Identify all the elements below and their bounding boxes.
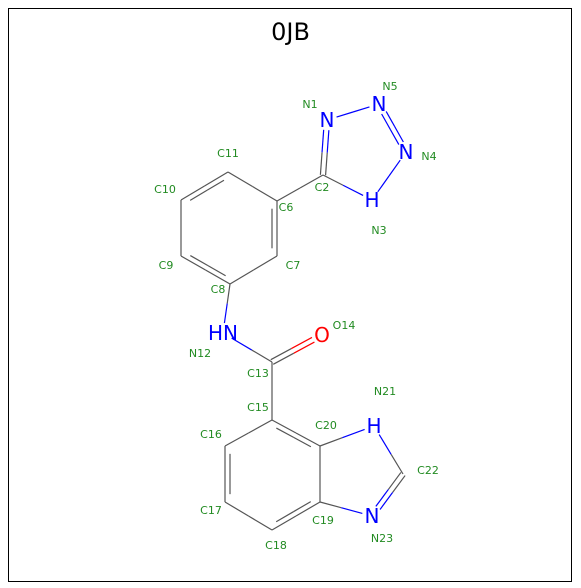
atom-label-c8: C8 (211, 283, 226, 296)
bond-c6-c11-b (227, 171, 253, 188)
atom-label-o14: O14 (333, 319, 356, 332)
bond-c13-o14-2-a (270, 348, 292, 361)
bond-c22-n23-2-a (392, 475, 406, 493)
bond-c20-c15-a (295, 432, 321, 447)
bond-c15-c16-a (248, 419, 273, 434)
bond-c20-c15-inner-a (293, 436, 312, 448)
bond-c9-c8-b (205, 269, 231, 285)
atom-label-n3: N3 (371, 224, 386, 237)
bond-c20-c15-inner-b (276, 427, 294, 438)
bond-c17-c18-b (248, 515, 273, 531)
bond-n3-c2-b (322, 174, 344, 186)
bond-c13-o14-1-a (272, 352, 295, 365)
atom-symbol-o14: O (314, 323, 330, 347)
atom-label-c20: C20 (315, 419, 337, 432)
bond-n5-n4-1-a (381, 113, 391, 130)
bond-c2-c6-b (276, 187, 301, 202)
atom-label-n4: N4 (421, 150, 436, 163)
bond-c18-c19-inner-b (293, 501, 312, 513)
bond-c15-c16-b (224, 432, 249, 447)
atom-label-c11: C11 (217, 147, 239, 160)
atom-symbol-n12: HN (208, 321, 238, 345)
atom-label-c15: C15 (247, 401, 269, 414)
bond-n5-n4-2-b (394, 126, 404, 143)
atom-label-n21: N21 (374, 385, 396, 398)
bond-c20-n21-b (342, 428, 365, 439)
bond-c22-n23-2-b (379, 492, 394, 510)
atom-symbol-n3: H (364, 188, 379, 212)
bond-n12-c13-b (251, 349, 273, 363)
bond-c6-c11-a (252, 185, 278, 202)
atom-symbol-n4: N (399, 140, 414, 164)
bond-n23-c19-a (341, 507, 363, 514)
bond-c17-c18-a (224, 501, 249, 517)
bond-c9-c8-a (180, 255, 206, 271)
atom-label-c17: C17 (200, 504, 222, 517)
atom-label-c13: C13 (247, 367, 269, 380)
atom-label-c10: C10 (154, 183, 176, 196)
bond-c20-n21-a (319, 437, 343, 447)
bond-n4-n3-a (388, 159, 401, 177)
atom-symbol-n5: N (372, 92, 387, 116)
atom-label-c19: C19 (312, 514, 334, 527)
atom-label-c6: C6 (279, 201, 294, 214)
bond-c18-c19-a (271, 515, 297, 531)
bond-c11-c10-b (180, 185, 205, 201)
bond-n12-c13-a (231, 337, 253, 351)
bond-c8-c7-b (253, 255, 278, 271)
atom-label-c18: C18 (265, 539, 287, 552)
bond-c2-n1-2-a (319, 152, 323, 175)
atom-label-c16: C16 (200, 428, 222, 441)
bond-c8-c7-a (229, 269, 254, 285)
bond-n21-c22-b (390, 453, 404, 475)
atom-label-c2: C2 (315, 181, 330, 194)
bond-n21-c22-a (378, 434, 392, 455)
atom-symbol-n23: N (365, 504, 380, 528)
bond-n5-n4-2-a (385, 111, 396, 128)
atom-label-n12: N12 (189, 347, 211, 360)
bond-n5-n4-1-b (389, 128, 400, 145)
bond-c2-n1-2-b (321, 129, 325, 153)
bond-n23-c19-b (319, 501, 342, 509)
atom-symbol-n21: H (366, 414, 381, 438)
diagram-frame (8, 8, 572, 582)
bond-c18-c19-inner-a (275, 511, 294, 523)
atom-label-n5: N5 (382, 80, 397, 93)
atom-label-c9: C9 (159, 259, 174, 272)
atom-label-c22: C22 (417, 464, 439, 477)
bond-c20-c15-b (271, 419, 297, 434)
bond-c11-c10-a (204, 171, 229, 187)
bond-c11-c10-inner-b (189, 189, 208, 201)
bond-c2-n1-1-a (324, 152, 328, 176)
bond-c18-c19-b (295, 501, 321, 517)
bond-c8-n12-b (223, 303, 228, 324)
molecule-title: 0JB (271, 18, 310, 46)
atom-label-c7: C7 (286, 259, 301, 272)
bond-c13-o14-1-b (293, 341, 315, 354)
bond-c9-c8-inner-a (190, 255, 209, 267)
bond-c8-n12-a (226, 283, 231, 304)
bond-n1-n5-a (336, 111, 354, 118)
bond-c9-c8-inner-b (207, 265, 226, 277)
bond-n1-n5-b (352, 106, 370, 113)
bond-c2-c6-a (299, 174, 324, 189)
bond-c13-o14-2-b (291, 336, 313, 350)
bond-c2-n1-1-b (326, 130, 330, 153)
bond-c22-n23-1-b (375, 489, 389, 507)
atom-symbol-n1: N (320, 108, 335, 132)
bond-c11-c10-inner-a (206, 179, 225, 191)
bond-n4-n3-b (377, 175, 390, 193)
bonds (180, 106, 406, 531)
bond-c22-n23-1-a (387, 472, 402, 490)
atom-label-n23: N23 (371, 532, 393, 545)
bond-n3-c2-a (342, 184, 364, 196)
atom-label-n1: N1 (302, 98, 317, 111)
